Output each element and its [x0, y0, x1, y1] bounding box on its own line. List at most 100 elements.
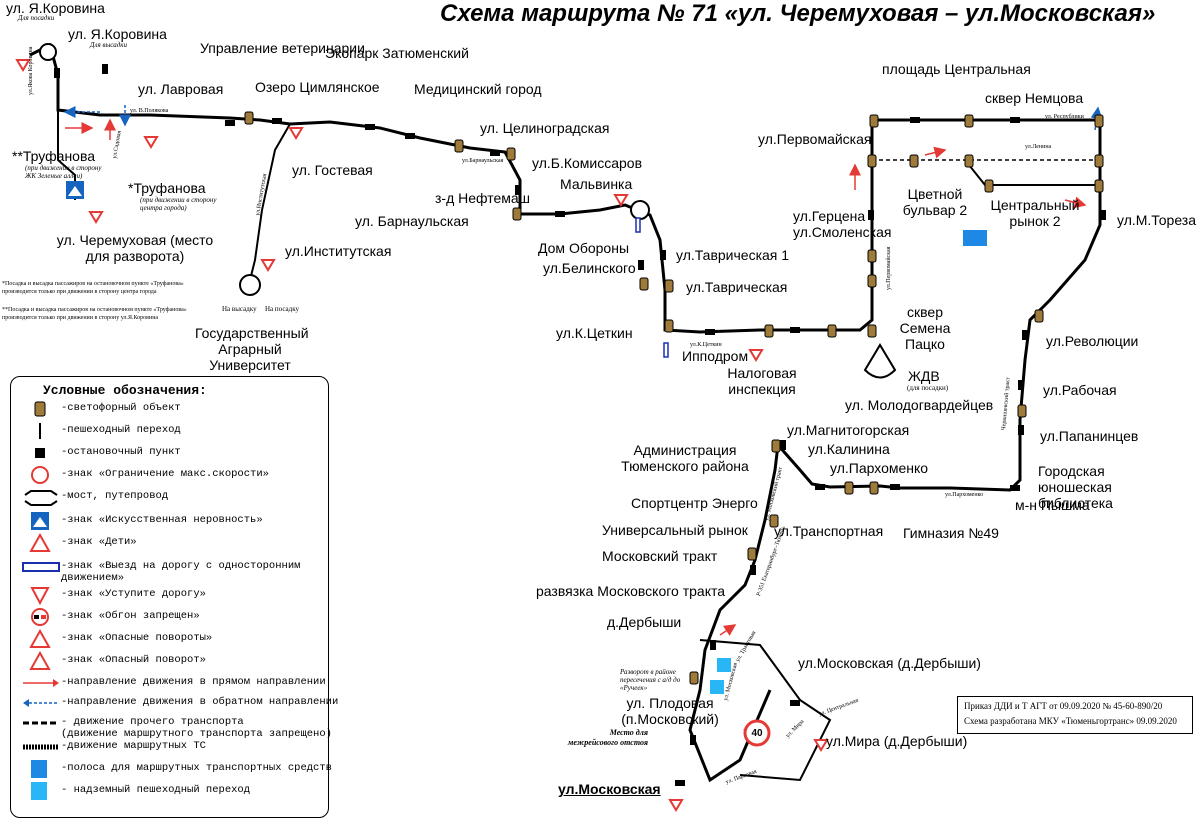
stop-label: ул.Московская [558, 781, 661, 797]
route-line-icon [21, 737, 61, 759]
stop-label: ул.М.Тореза [1117, 212, 1197, 228]
legend-item: - движение прочего транспорта (движение … [17, 713, 332, 740]
stop-label: ул.Пархоменко [830, 460, 929, 476]
stop-label: ул. Целиноградская [480, 120, 610, 136]
stop-label: развязка Московского тракта [536, 583, 726, 599]
stop-label: Ипподром [682, 348, 749, 364]
legend-item-label: -знак «Опасные повороты» [61, 632, 213, 644]
stop-label: *Труфанова [128, 180, 206, 196]
legend-item-label: -полоса для маршрутных транспортных сред… [61, 762, 332, 774]
legend-item-label: -направление движения в прямом направлен… [61, 676, 326, 688]
stop-label: ул. Черемуховая (место для разворота) [56, 232, 214, 264]
legend-item: -пешеходный переход [17, 421, 327, 443]
legend-item-label: -движение маршрутных ТС [61, 740, 206, 752]
stop-label: ул.Мира (д.Дербыши) [826, 733, 968, 749]
street-label: ул. В.Полякова [130, 108, 169, 114]
legend-item-label: - движение прочего транспорта (движение … [61, 716, 332, 740]
legend-item-label: -направление движения в обратном направл… [61, 696, 339, 708]
legend-item-label: -светофорный объект [61, 402, 181, 414]
stop-markers [54, 64, 1106, 786]
forward-arrow [719, 624, 737, 636]
loop-korovina [39, 43, 57, 61]
legend-item: -мост, путепровод [17, 487, 327, 509]
yield-signs [15, 59, 829, 812]
overpass-crossing-icon [21, 781, 61, 803]
stop-label: д.Дербыши [607, 614, 682, 630]
stop-label: ул. Гостевая [292, 162, 373, 178]
stop-label: Администрация Тюменского района [621, 442, 749, 474]
street-label: ул.Ленина [1025, 144, 1052, 150]
legend-item-label: -мост, путепровод [61, 490, 169, 502]
speed-limit-sign [743, 719, 771, 747]
speed-bump-glyph [68, 186, 82, 196]
overpass-crossing-sign [710, 680, 724, 694]
stop-label: Городская юношеская библиотека [1038, 463, 1113, 511]
stop-label: Медицинский город [414, 81, 542, 97]
legend-item-label: -знак «Уступите дорогу» [61, 588, 206, 600]
stop-label: ул.К.Цеткин [556, 325, 633, 341]
trufanova-note-2: **Посадка и высадка пассажиров на остано… [2, 307, 187, 321]
forward-arrow-icon [21, 673, 61, 695]
route-line-market [964, 159, 1100, 186]
stop-label: ул.Институтская [285, 243, 392, 259]
stop-label: ЖДВ [908, 368, 940, 384]
stop-note: (при движении в сторону ЖК Зеленые аллеи… [25, 164, 102, 180]
loop-gau [239, 274, 261, 296]
stop-label: Московский тракт [602, 548, 718, 564]
gau-note-left: На высадку [222, 305, 257, 313]
speed-limit-value: 40 [751, 728, 763, 739]
stop-label: ул.Таврическая 1 [676, 247, 790, 263]
stop-label: Дом Обороны [538, 240, 629, 256]
stop-note: Для посадки [18, 14, 55, 22]
legend-item: -знак «Опасный поворот» [17, 650, 327, 673]
stop-label: Озеро Цимлянское [255, 79, 380, 95]
stop-note: (при движении в сторону центра города) [140, 196, 217, 212]
street-label: ул. Республики [1045, 114, 1084, 120]
page-title: Схема маршрута № 71 «ул. Черемуховая – у… [440, 0, 1156, 27]
street-label: ул.Якова Коровина [28, 46, 34, 95]
street-label: ул.Пархоменко [945, 492, 984, 498]
stop-label: ул. Я.Коровина [68, 26, 167, 42]
legend-item: -знак «Выезд на дорогу с односторонним д… [17, 557, 327, 584]
backward-arrow-icon [21, 693, 61, 715]
legend-item: -знак «Дети» [17, 532, 327, 555]
stop-label: ул.Магнитогорская [787, 422, 910, 438]
forward-arrow [924, 146, 947, 159]
legend-item: -движение маршрутных ТС [17, 737, 327, 759]
loop-zhdv [863, 343, 897, 379]
bus-stop-icon [21, 443, 61, 465]
traffic-light-markers [244, 111, 1104, 685]
pedestrian-crossing-icon [21, 421, 61, 443]
legend-item-label: -знак «Опасный поворот» [61, 654, 206, 666]
stop-label: ул.Таврическая [686, 279, 788, 295]
one-way-entry-icon [21, 557, 61, 579]
stop-label: ул.Калинина [808, 441, 890, 457]
stop-label: Гимназия №49 [903, 525, 999, 541]
legend-item-label: -остановочный пункт [61, 446, 181, 458]
dangerous-turns-icon [21, 628, 61, 651]
dashed-line-icon [21, 713, 61, 735]
legend-item: - надземный пешеходный переход [17, 781, 327, 803]
stop-label: Экопарк Затюменский [325, 45, 469, 61]
order-line-2: Схема разработана МКУ «Тюменьгортранс» 0… [964, 716, 1177, 726]
stop-label: Мальвинка [560, 176, 633, 192]
derbyshi-note: Разворот в районе пересечения с а/д до «… [620, 668, 681, 692]
legend-item: -знак «Обгон запрещен» [17, 607, 327, 629]
legend-item: -знак «Опасные повороты» [17, 628, 327, 651]
stop-label: Управление ветеринарии [200, 40, 365, 56]
stop-note: (для посадки) [907, 384, 949, 392]
speed-bump-icon [21, 511, 61, 533]
stop-label: Спортцентр Энерго [631, 495, 758, 511]
stop-label: ул.Рабочая [1043, 382, 1117, 398]
bridge-icon [21, 487, 61, 509]
stop-label: ул. Лавровая [138, 81, 224, 97]
yield-icon [21, 585, 61, 607]
stop-label: ул. Я.Коровина [6, 0, 105, 16]
stop-label: **Труфанова [12, 148, 96, 164]
street-label: ул.К.Цеткин [690, 342, 722, 348]
stop-label: Налоговая инспекция [727, 365, 797, 397]
stop-label: ул.Революции [1046, 333, 1139, 349]
legend-item: -светофорный объект [17, 399, 327, 421]
